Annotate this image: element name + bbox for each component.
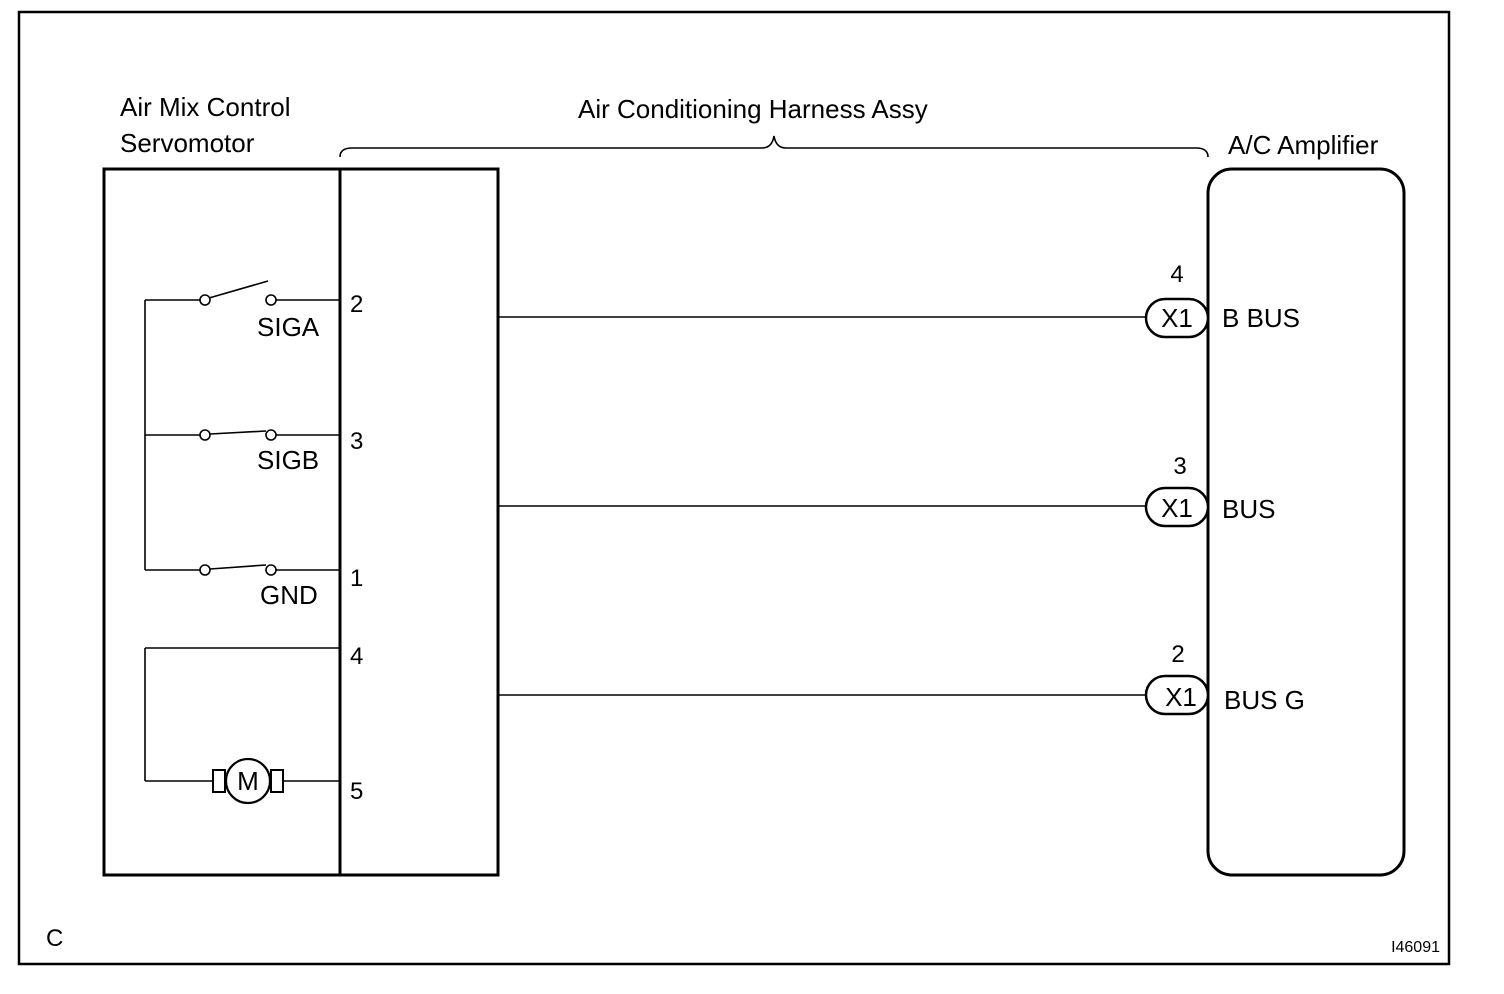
signal-bus-label: BUS [1222, 494, 1275, 524]
servomotor-box [102, 167, 500, 877]
amplifier-title: A/C Amplifier [1228, 130, 1379, 160]
figure-id: I46091 [1391, 939, 1440, 956]
connector-x1-b-bus-label: X1 [1161, 303, 1193, 333]
switch-sigb-label: SIGB [257, 445, 319, 475]
amp-pin-2-label: 2 [1171, 641, 1184, 668]
motor-icon [224, 757, 272, 805]
switch-gnd-label: GND [260, 580, 318, 610]
servomotor-title-line1: Air Mix Control [120, 92, 290, 122]
connector-x1-bus [1144, 486, 1210, 528]
connector-x1-bus-g-label: X1 [1165, 682, 1197, 712]
switch-siga [145, 280, 340, 306]
pin-3-label: 3 [350, 428, 363, 455]
pin-4-label: 4 [350, 643, 363, 670]
signal-b-bus-label: B BUS [1222, 303, 1300, 333]
connector-x1-bus-label: X1 [1161, 493, 1193, 523]
harness-title: Air Conditioning Harness Assy [578, 94, 928, 124]
corner-code: C [46, 925, 63, 952]
pin-5-label: 5 [350, 778, 363, 805]
harness-brace [339, 135, 1209, 158]
connector-x1-bus-g [1144, 674, 1210, 716]
amp-pin-4-label: 4 [1170, 261, 1183, 288]
motor-symbol: M [237, 766, 259, 796]
signal-bus-g-label: BUS G [1224, 685, 1305, 715]
amp-pin-3-label: 3 [1173, 453, 1186, 480]
amplifier-box [1206, 167, 1406, 877]
connector-x1-b-bus [1144, 297, 1210, 339]
motor-circuit [144, 647, 340, 793]
servomotor-title-line2: Servomotor [120, 128, 255, 158]
switch-sigb [145, 429, 340, 441]
diagram-frame [17, 10, 1451, 966]
pin-2-label: 2 [350, 291, 363, 318]
pin-1-label: 1 [350, 565, 363, 592]
switch-siga-label: SIGA [257, 312, 320, 342]
switch-gnd [145, 564, 340, 576]
